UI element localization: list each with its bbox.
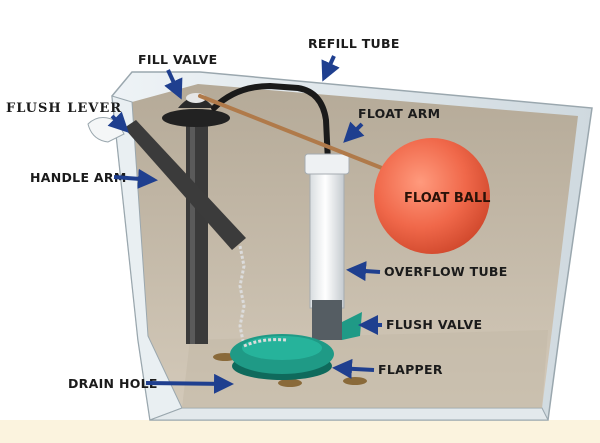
arrow-refill-tube <box>321 55 340 82</box>
label-float-arm: FLOAT ARM <box>358 106 440 121</box>
overflow-tube-cap <box>304 153 350 175</box>
overflow-tube <box>309 167 345 309</box>
overflow-tube-base <box>312 300 342 340</box>
fill-valve-shaft <box>186 112 208 344</box>
arrow-float-arm <box>343 121 365 143</box>
label-flush-valve: FLUSH VALVE <box>386 317 482 332</box>
flapper-rim <box>242 336 322 360</box>
arrow-overflow-tube <box>346 261 381 282</box>
label-overflow-tube: OVERFLOW TUBE <box>384 264 508 279</box>
float-ball <box>374 138 490 254</box>
callout-arrows <box>107 55 382 394</box>
arrow-fill-valve <box>164 69 183 100</box>
label-fill-valve: FILL VALVE <box>138 52 217 67</box>
float-arm <box>198 94 404 178</box>
label-flapper: FLAPPER <box>378 362 443 377</box>
flapper-chain <box>238 245 246 347</box>
label-float-ball: FLOAT BALL <box>404 191 490 206</box>
handle-arm <box>124 120 246 250</box>
label-refill-tube: REFILL TUBE <box>308 36 400 51</box>
tank-floor <box>149 407 549 421</box>
label-drain-hole: DRAIN HOLE <box>68 376 158 391</box>
flapper-chain-end <box>243 338 287 348</box>
flush-valve-fin <box>342 312 362 340</box>
drain-hole-right <box>343 377 367 385</box>
fill-valve-base <box>162 109 230 127</box>
label-flush-lever: FLUSH LEVER <box>6 101 122 116</box>
fill-valve-shaft-highlight <box>190 112 195 344</box>
arrow-handle-arm <box>113 168 158 189</box>
arrow-flapper <box>332 358 375 379</box>
floor-band <box>0 420 600 443</box>
drain-hole-center <box>278 379 302 387</box>
refill-tube <box>211 82 331 165</box>
arrow-flush-lever <box>107 111 129 133</box>
arrow-drain-hole <box>145 373 234 394</box>
label-handle-arm: HANDLE ARM <box>30 170 127 185</box>
